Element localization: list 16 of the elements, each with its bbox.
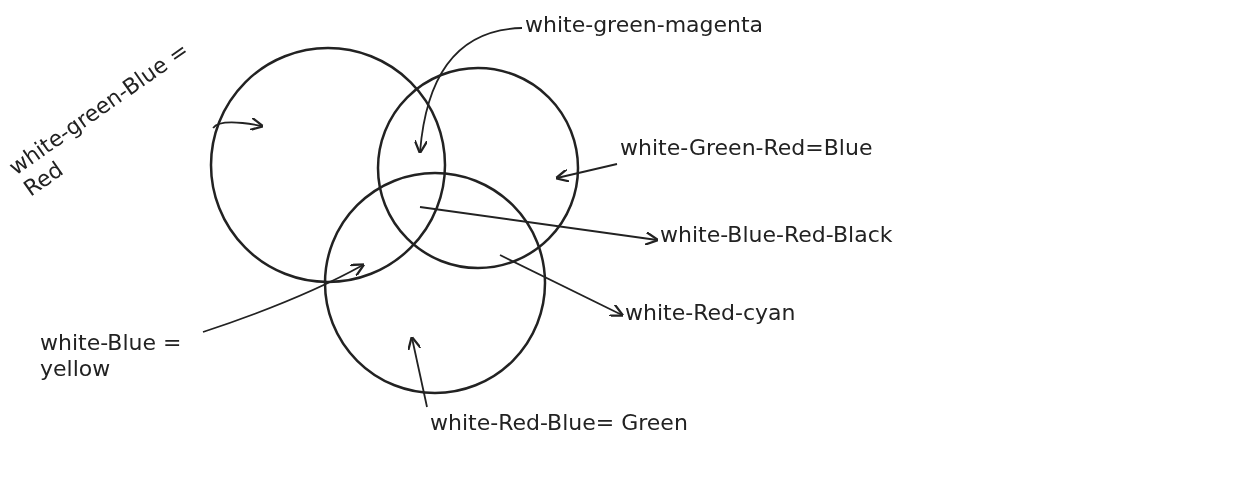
leader-arrow [554, 163, 618, 183]
annotation-text: white-Blue-Red-Black [660, 222, 960, 248]
leader-arrow [419, 206, 660, 246]
annotation-text: white-Blue = yellow [40, 330, 200, 382]
leader-arrow [212, 116, 265, 132]
leader-arrow [202, 263, 366, 333]
leader-arrow [413, 27, 523, 155]
annotation-text: white-Green-Red=Blue [620, 135, 910, 161]
venn-circle [323, 171, 547, 395]
annotation-text: white-Red-Blue= Green [430, 410, 750, 436]
venn-circle [376, 66, 580, 270]
annotation-text: white-green-magenta [525, 12, 775, 38]
leader-arrow [499, 254, 625, 317]
venn-circle [209, 46, 447, 284]
annotation-text: white-Red-cyan [625, 300, 845, 326]
leader-arrow [407, 335, 428, 408]
